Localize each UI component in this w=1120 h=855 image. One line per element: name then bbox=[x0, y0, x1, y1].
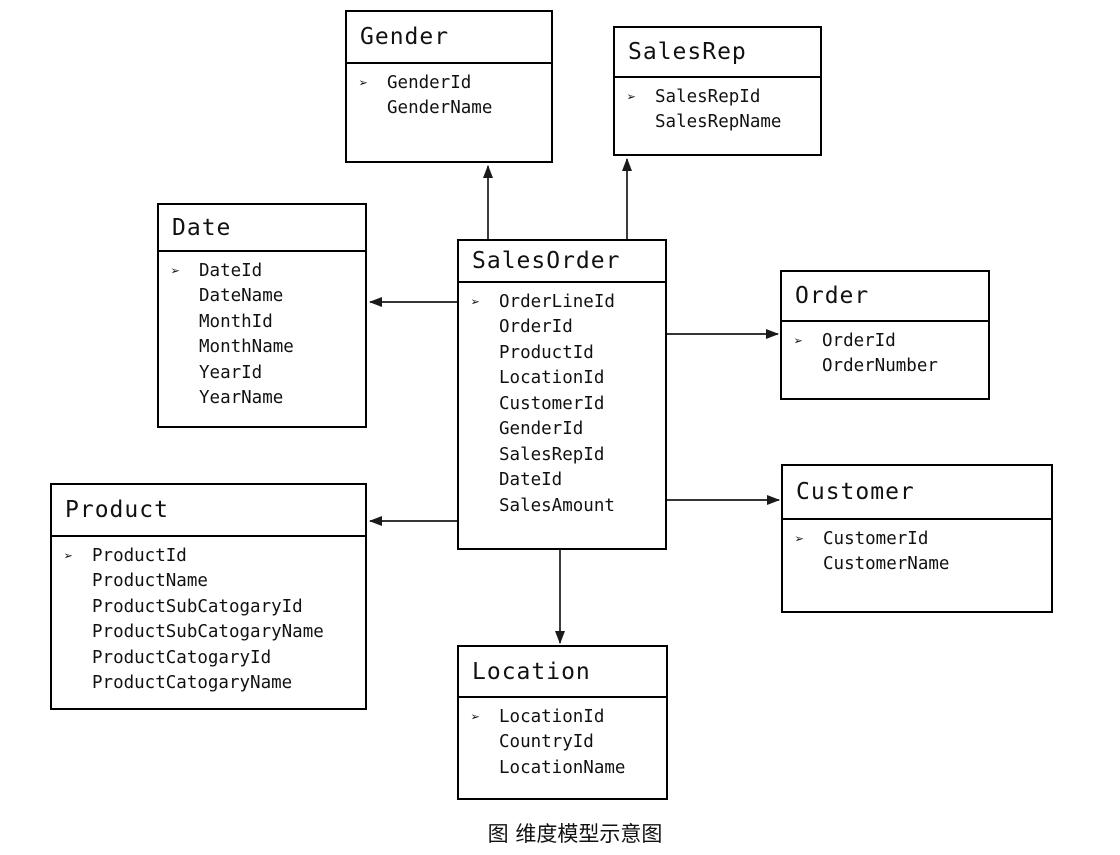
entity-title: SalesRep bbox=[615, 28, 820, 78]
field-name: ProductSubCatogaryId bbox=[92, 596, 303, 617]
field-name: MonthId bbox=[199, 311, 273, 332]
entity-title: Location bbox=[459, 647, 666, 698]
field-row: ProductId bbox=[459, 340, 665, 366]
field-name: SalesAmount bbox=[499, 495, 615, 516]
field-row: ➢ GenderId bbox=[347, 70, 551, 96]
entity-title: Product bbox=[52, 485, 365, 537]
field-row: LocationId bbox=[459, 366, 665, 392]
field-name: YearName bbox=[199, 388, 284, 409]
field-row: ➢ SalesRepId bbox=[615, 84, 820, 110]
field-row: ➢ LocationId bbox=[459, 704, 666, 730]
field-name: YearId bbox=[199, 362, 263, 383]
field-row: ProductSubCatogaryId bbox=[52, 594, 365, 620]
field-row: ProductCatogaryId bbox=[52, 645, 365, 671]
field-name: OrderId bbox=[822, 330, 896, 351]
field-name: LocationId bbox=[499, 706, 605, 727]
field-row: OrderId bbox=[459, 315, 665, 341]
field-name: ProductId bbox=[499, 342, 594, 363]
field-name: MonthName bbox=[199, 337, 294, 358]
field-row: SalesRepName bbox=[615, 110, 820, 136]
field-name: OrderNumber bbox=[822, 356, 938, 377]
field-name: CustomerId bbox=[499, 393, 605, 414]
field-row: CustomerName bbox=[783, 552, 1051, 578]
field-row: YearId bbox=[159, 360, 365, 386]
field-row: ProductName bbox=[52, 569, 365, 595]
field-name: GenderId bbox=[387, 72, 472, 93]
primary-key-icon: ➢ bbox=[471, 292, 481, 311]
field-name: DateId bbox=[499, 470, 563, 491]
field-name: ProductCatogaryName bbox=[92, 673, 293, 694]
field-row: MonthName bbox=[159, 335, 365, 361]
field-row: SalesRepId bbox=[459, 442, 665, 468]
field-row: ➢ OrderId bbox=[782, 328, 988, 354]
field-row: CustomerId bbox=[459, 391, 665, 417]
field-name: ProductName bbox=[92, 571, 208, 592]
field-name: GenderName bbox=[387, 98, 493, 119]
field-name: SalesRepId bbox=[499, 444, 605, 465]
primary-key-icon: ➢ bbox=[471, 707, 481, 726]
primary-key-icon: ➢ bbox=[359, 73, 369, 92]
field-name: LocationName bbox=[499, 757, 626, 778]
entity-title: SalesOrder bbox=[459, 241, 665, 283]
field-name: CustomerId bbox=[823, 528, 929, 549]
field-row: DateId bbox=[459, 468, 665, 494]
primary-key-icon: ➢ bbox=[64, 546, 74, 565]
entity-title: Customer bbox=[783, 466, 1051, 520]
entity-title: Date bbox=[159, 205, 365, 252]
field-row: LocationName bbox=[459, 755, 666, 781]
field-name: GenderId bbox=[499, 419, 584, 440]
field-row: GenderName bbox=[347, 96, 551, 122]
field-name: OrderLineId bbox=[499, 291, 615, 312]
field-row: ➢ ProductId bbox=[52, 543, 365, 569]
primary-key-icon: ➢ bbox=[794, 331, 804, 350]
field-row: SalesAmount bbox=[459, 493, 665, 519]
field-name: ProductId bbox=[92, 545, 187, 566]
field-row: ProductSubCatogaryName bbox=[52, 620, 365, 646]
field-row: GenderId bbox=[459, 417, 665, 443]
field-name: DateName bbox=[199, 286, 284, 307]
field-name: ProductSubCatogaryName bbox=[92, 622, 324, 643]
field-name: CustomerName bbox=[823, 554, 950, 575]
field-row: MonthId bbox=[159, 309, 365, 335]
entity-title: Order bbox=[782, 272, 988, 322]
field-name: ProductCatogaryId bbox=[92, 647, 272, 668]
field-row: CountryId bbox=[459, 730, 666, 756]
primary-key-icon: ➢ bbox=[795, 529, 805, 548]
field-name: LocationId bbox=[499, 368, 605, 389]
field-name: SalesRepName bbox=[655, 112, 782, 133]
entity-title: Gender bbox=[347, 12, 551, 64]
field-row: YearName bbox=[159, 386, 365, 412]
field-row: OrderNumber bbox=[782, 354, 988, 380]
primary-key-icon: ➢ bbox=[627, 87, 637, 106]
field-row: ProductCatogaryName bbox=[52, 671, 365, 697]
field-row: ➢ CustomerId bbox=[783, 526, 1051, 552]
field-name: DateId bbox=[199, 260, 263, 281]
field-row: ➢ OrderLineId bbox=[459, 289, 665, 315]
field-row: DateName bbox=[159, 284, 365, 310]
field-row: ➢ DateId bbox=[159, 258, 365, 284]
field-name: CountryId bbox=[499, 732, 594, 753]
primary-key-icon: ➢ bbox=[171, 261, 181, 280]
figure-caption: 图 维度模型示意图 bbox=[487, 822, 663, 846]
field-name: OrderId bbox=[499, 317, 573, 338]
field-name: SalesRepId bbox=[655, 86, 761, 107]
